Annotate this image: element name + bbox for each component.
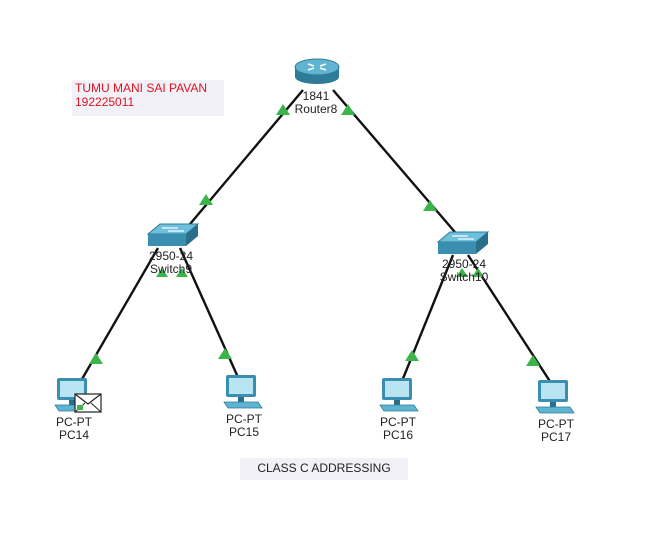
pc17-model: PC-PT bbox=[538, 417, 574, 431]
link-up-indicator bbox=[176, 268, 188, 277]
link-up-indicator bbox=[276, 104, 290, 115]
pc14-name: PC14 bbox=[58, 428, 90, 442]
link-up-indicator bbox=[89, 353, 103, 364]
link-up-indicator bbox=[472, 268, 484, 277]
router-label: 1841 Router8 bbox=[292, 90, 340, 116]
switch9-model: 2950-24 bbox=[148, 249, 194, 263]
router-name: Router8 bbox=[294, 102, 338, 116]
pc15-name: PC15 bbox=[228, 425, 260, 439]
pc17-label: PC-PT PC17 bbox=[534, 418, 578, 444]
link-up-indicator bbox=[156, 268, 168, 277]
envelope-icon bbox=[74, 393, 102, 413]
pc14-model: PC-PT bbox=[56, 415, 92, 429]
pc-icon[interactable] bbox=[223, 375, 263, 409]
router-model: 1841 bbox=[302, 89, 330, 103]
link-up-indicator bbox=[526, 355, 540, 366]
pc17-name: PC17 bbox=[540, 430, 572, 444]
author-id: 192225011 bbox=[75, 95, 135, 109]
author-note[interactable]: TUMU MANI SAI PAVAN 192225011 bbox=[72, 80, 224, 116]
author-name: TUMU MANI SAI PAVAN bbox=[75, 81, 208, 95]
pc16-label: PC-PT PC16 bbox=[376, 416, 420, 442]
link-switch9-pc15[interactable] bbox=[178, 247, 243, 385]
pc-icon[interactable] bbox=[535, 380, 575, 414]
switch9-name: Switch9 bbox=[149, 262, 193, 276]
link-up-indicator bbox=[218, 348, 232, 359]
link-up-indicator bbox=[423, 200, 437, 211]
pc16-model: PC-PT bbox=[380, 415, 416, 429]
pc15-model: PC-PT bbox=[226, 412, 262, 426]
pc16-name: PC16 bbox=[382, 428, 414, 442]
link-up-indicator bbox=[405, 350, 419, 361]
pc15-label: PC-PT PC15 bbox=[222, 413, 266, 439]
switch10-name: Switch10 bbox=[439, 270, 489, 284]
pc-icon[interactable] bbox=[379, 378, 419, 412]
switch-icon[interactable] bbox=[146, 223, 200, 246]
title-text: CLASS C ADDRESSING bbox=[257, 461, 391, 475]
switch9-label: 2950-24 Switch9 bbox=[140, 250, 202, 276]
title-note[interactable]: CLASS C ADDRESSING bbox=[240, 458, 408, 480]
router-icon[interactable] bbox=[294, 58, 340, 84]
link-switch10-pc16[interactable] bbox=[398, 254, 455, 387]
link-up-indicator bbox=[199, 194, 213, 205]
switch-icon[interactable] bbox=[436, 231, 490, 254]
link-indicators bbox=[89, 104, 540, 366]
link-up-indicator bbox=[341, 104, 355, 115]
switch10-label: 2950-24 Switch10 bbox=[432, 258, 496, 284]
switch10-model: 2950-24 bbox=[441, 257, 487, 271]
link-up-indicator bbox=[456, 268, 468, 277]
pc14-label: PC-PT PC14 bbox=[52, 416, 96, 442]
